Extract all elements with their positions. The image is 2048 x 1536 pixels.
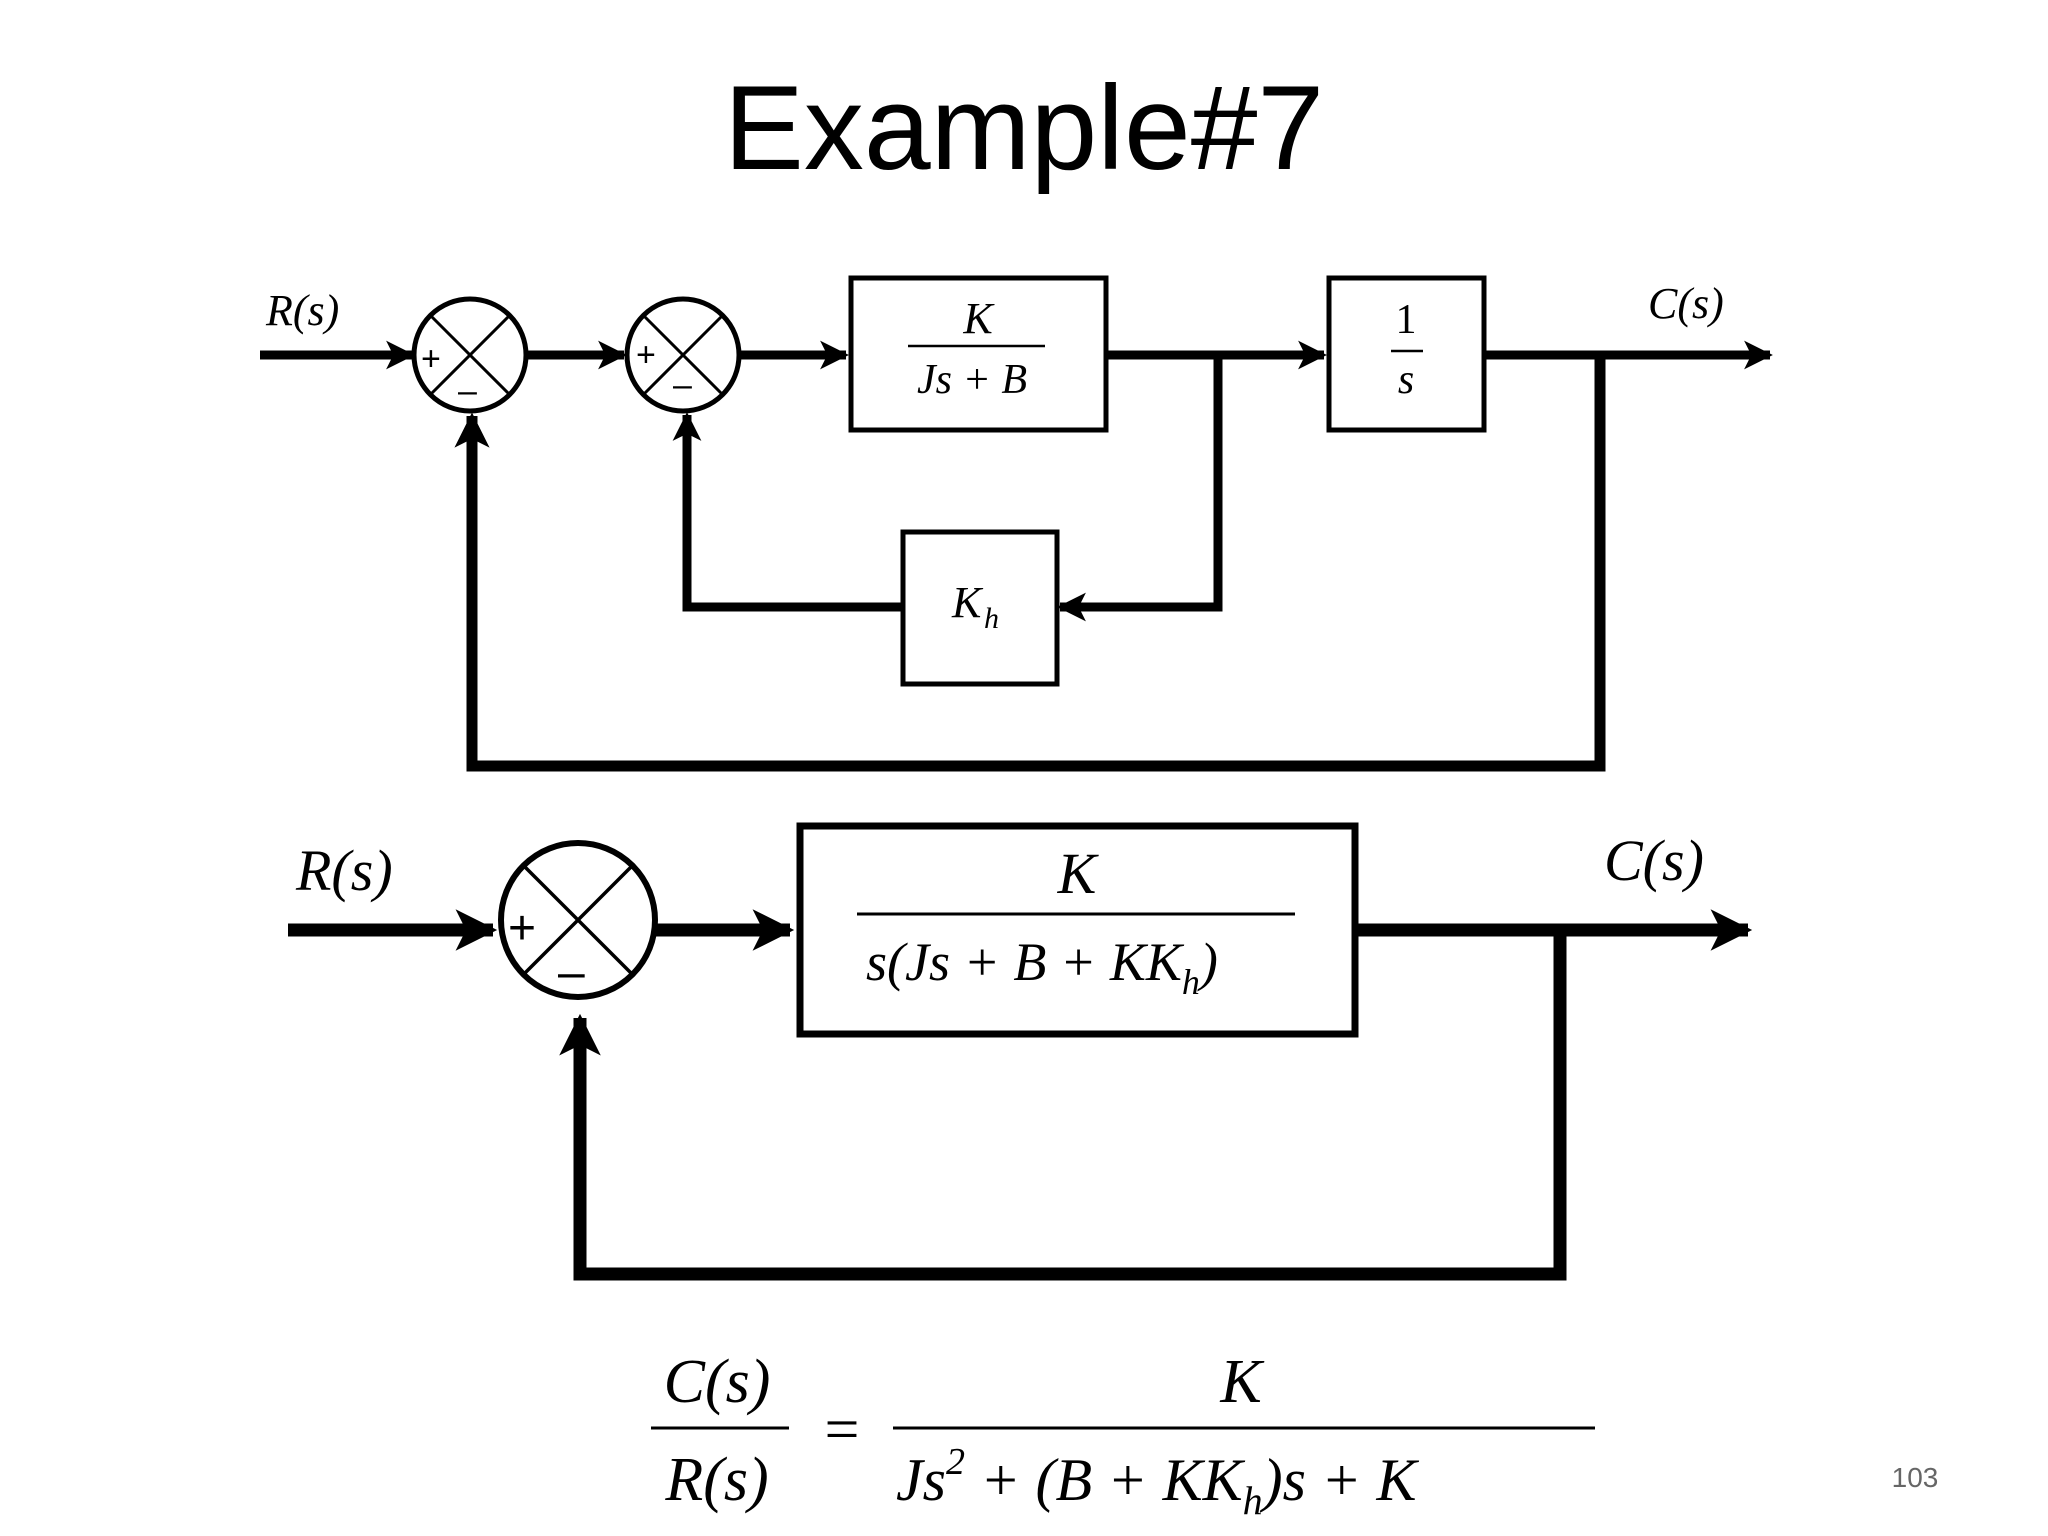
- sum1-plus-sign: +: [421, 340, 441, 378]
- block-plant-tf: K Js + B: [908, 294, 1045, 403]
- sum2-plus-sign: +: [636, 336, 656, 374]
- output-label-1: C(s): [1648, 279, 1724, 328]
- sum3-plus-sign: +: [508, 902, 536, 955]
- sum3-minus-sign: –: [558, 946, 585, 999]
- summing-junction-2: [624, 296, 742, 414]
- kh-subscript: h: [984, 602, 999, 635]
- block-plant-numerator: K: [962, 294, 995, 343]
- input-label-1: R(s): [265, 286, 339, 335]
- inner-feedback-return: [672, 412, 903, 612]
- output-label-2: C(s): [1604, 828, 1704, 893]
- block-plant: [848, 275, 1109, 433]
- sum2-minus-sign: –: [673, 366, 692, 404]
- reduced-denominator: s(Js + B + KKh): [866, 932, 1218, 1002]
- summing-junction-3: [498, 840, 658, 1000]
- eq-lhs-numerator: C(s): [664, 1348, 771, 1416]
- block-feedback-kh: [900, 529, 1060, 687]
- unity-feedback-path: [559, 930, 1567, 1281]
- kh-main: K: [951, 578, 984, 627]
- outer-feedback-path: [454, 355, 1606, 772]
- sum1-minus-sign: –: [458, 372, 477, 410]
- eq-equals-sign: =: [825, 1396, 860, 1464]
- eq-rhs-numerator: K: [1219, 1348, 1265, 1416]
- block-integrator-numerator: 1: [1396, 297, 1417, 343]
- block-closed-inner-loop: [796, 822, 1359, 1038]
- reduced-numerator: K: [1057, 841, 1100, 906]
- inner-feedback-path: [1057, 355, 1223, 622]
- page-number: 103: [1891, 1462, 1939, 1493]
- diagram-reduced: [288, 822, 1753, 1281]
- block-closed-inner-loop-tf: K s(Js + B + KKh): [857, 841, 1295, 1002]
- block-feedback-kh-label: K h: [951, 578, 999, 635]
- slide-title: Example#7: [723, 61, 1325, 195]
- block-integrator-tf: 1 s: [1391, 297, 1423, 403]
- input-label-2: R(s): [295, 838, 393, 903]
- eq-rhs-denominator: Js2 + (B + KKh)s + K: [896, 1441, 1419, 1523]
- diagram-original: [260, 275, 1773, 772]
- block-plant-denominator: Js + B: [917, 357, 1027, 403]
- eq-lhs-denominator: R(s): [664, 1446, 768, 1514]
- transfer-function-equation: C(s) R(s) = K Js2 + (B + KKh)s + K: [651, 1348, 1595, 1523]
- block-integrator-denominator: s: [1398, 357, 1414, 403]
